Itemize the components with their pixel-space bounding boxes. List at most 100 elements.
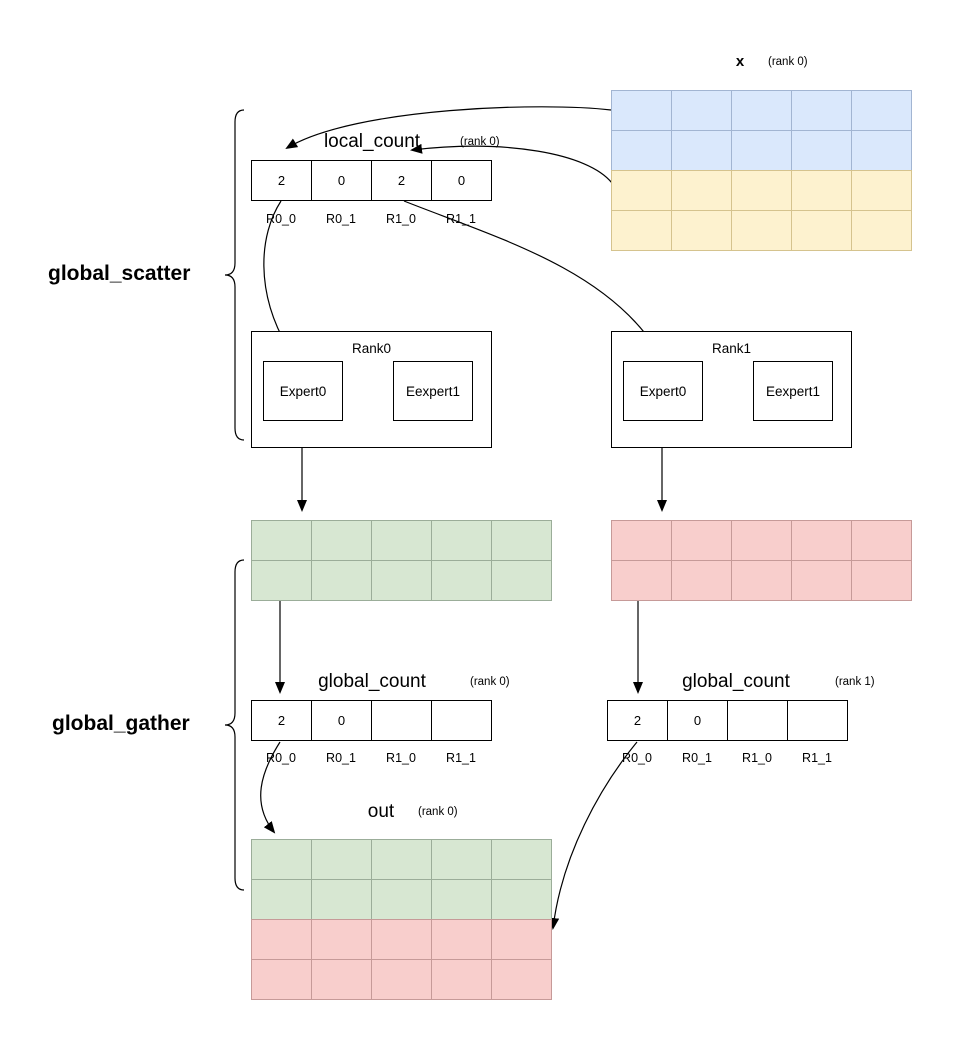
local-count-cell: 0 [311, 160, 372, 201]
matrix-cell [311, 560, 372, 601]
matrix-cell [611, 210, 672, 251]
x-matrix-title: x [735, 53, 745, 70]
matrix-cell [311, 919, 372, 960]
global-count-cell [431, 700, 492, 741]
matrix-cell [431, 959, 492, 1000]
global-count1-array: 2 0 [607, 700, 848, 741]
global-count-cell: 2 [607, 700, 668, 741]
matrix-cell [791, 210, 852, 251]
global-count0-array: 2 0 [251, 700, 492, 741]
global-count-cell: 2 [251, 700, 312, 741]
matrix-cell [611, 90, 672, 131]
matrix-cell [431, 839, 492, 880]
matrix-cell [671, 90, 732, 131]
matrix-cell [851, 130, 912, 171]
global-count0-title: global_count [318, 671, 426, 692]
matrix-cell [371, 879, 432, 920]
count-label: R0_0 [266, 751, 296, 765]
matrix-row [611, 520, 912, 561]
matrix-cell [731, 210, 792, 251]
count-label: R0_1 [326, 212, 356, 226]
matrix-row [611, 170, 912, 211]
matrix-cell [611, 520, 672, 561]
matrix-cell [791, 170, 852, 211]
matrix-cell [671, 170, 732, 211]
matrix-cell [611, 130, 672, 171]
local-count-cell: 2 [251, 160, 312, 201]
matrix-cell [431, 919, 492, 960]
count-label: R1_1 [802, 751, 832, 765]
matrix-cell [671, 560, 732, 601]
rank1-box: Rank1 Expert0 Eexpert1 [611, 331, 852, 448]
local-count-labels: R0_0 R0_1 R1_0 R1_1 [251, 212, 492, 226]
matrix-cell [431, 879, 492, 920]
count-label: R1_0 [386, 751, 416, 765]
matrix-cell [251, 919, 312, 960]
local-count-cell: 2 [371, 160, 432, 201]
matrix-cell [251, 520, 312, 561]
matrix-cell [671, 520, 732, 561]
matrix-cell [251, 560, 312, 601]
matrix-row [251, 520, 552, 561]
global-count-cell [727, 700, 788, 741]
out-matrix-rank-note: (rank 0) [418, 806, 458, 818]
global-count-cell: 0 [311, 700, 372, 741]
matrix-cell [731, 520, 792, 561]
matrix-cell [791, 130, 852, 171]
global-scatter-label: global_scatter [48, 262, 191, 285]
local-count-cell: 0 [431, 160, 492, 201]
matrix-row [251, 959, 552, 1000]
global-count-cell [787, 700, 848, 741]
matrix-row [611, 90, 912, 131]
matrix-cell [371, 560, 432, 601]
count-label: R1_0 [386, 212, 416, 226]
matrix-cell [491, 959, 552, 1000]
count-label: R0_0 [266, 212, 296, 226]
matrix-row [611, 560, 912, 601]
matrix-cell [311, 520, 372, 561]
matrix-cell [611, 170, 672, 211]
matrix-cell [491, 520, 552, 561]
global-scatter-brace [224, 109, 245, 441]
global-count1-title: global_count [682, 671, 790, 692]
global-count-cell [371, 700, 432, 741]
matrix-cell [851, 210, 912, 251]
matrix-cell [791, 520, 852, 561]
count-label: R0_1 [326, 751, 356, 765]
matrix-cell [851, 170, 912, 211]
matrix-cell [491, 919, 552, 960]
matrix-cell [431, 560, 492, 601]
matrix-cell [671, 130, 732, 171]
global-count1-labels: R0_0 R0_1 R1_0 R1_1 [607, 751, 848, 765]
matrix-cell [491, 560, 552, 601]
matrix-cell [371, 839, 432, 880]
rank0-recv-matrix [251, 520, 552, 601]
matrix-cell [611, 560, 672, 601]
rank1-expert1-box: Eexpert1 [753, 361, 833, 421]
matrix-cell [731, 90, 792, 131]
count-label: R0_1 [682, 751, 712, 765]
matrix-cell [671, 210, 732, 251]
x-matrix [611, 90, 912, 251]
global-count0-labels: R0_0 R0_1 R1_0 R1_1 [251, 751, 492, 765]
count-label: R0_0 [622, 751, 652, 765]
rank0-expert1-box: Eexpert1 [393, 361, 473, 421]
matrix-cell [791, 90, 852, 131]
matrix-cell [371, 919, 432, 960]
local-count-title: local_count [323, 131, 421, 152]
local-count-array: 2 0 2 0 [251, 160, 492, 201]
matrix-cell [431, 520, 492, 561]
matrix-row [611, 210, 912, 251]
x-matrix-rank-note: (rank 0) [768, 56, 808, 68]
count-label: R1_1 [446, 751, 476, 765]
global-count0-rank-note: (rank 0) [470, 676, 510, 688]
matrix-cell [851, 520, 912, 561]
matrix-cell [371, 959, 432, 1000]
arrow-globalcount1-to-out [549, 741, 638, 930]
rank1-recv-matrix [611, 520, 912, 601]
rank0-title: Rank0 [351, 341, 392, 356]
matrix-row [251, 879, 552, 920]
matrix-row [611, 130, 912, 171]
matrix-cell [791, 560, 852, 601]
